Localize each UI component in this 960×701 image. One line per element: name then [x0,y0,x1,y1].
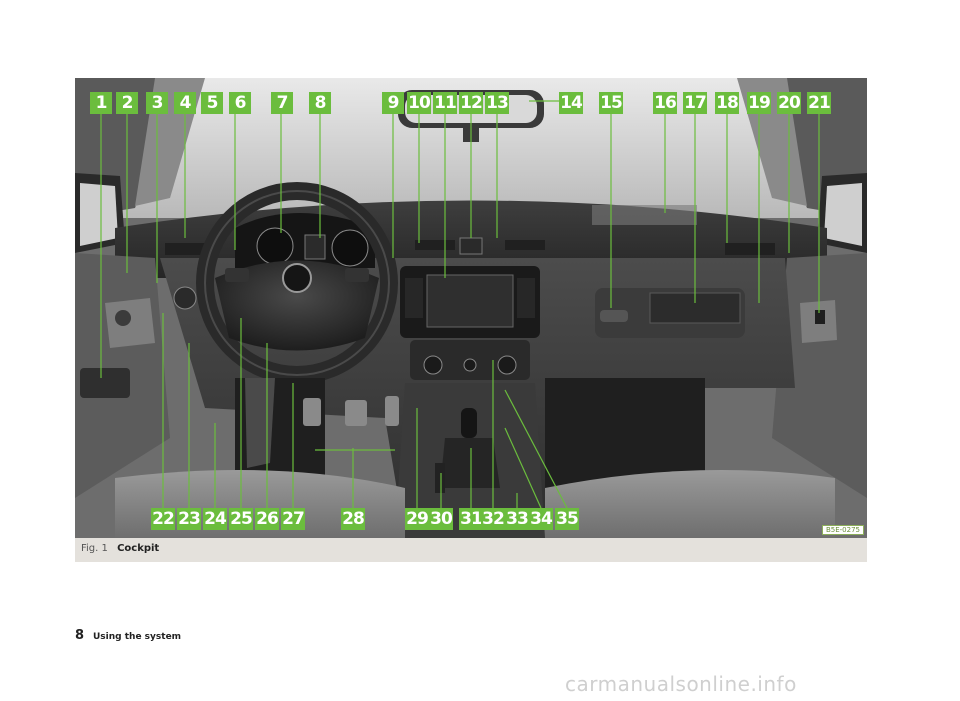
callout-4: 4 [174,92,196,114]
callout-27: 27 [281,508,305,530]
callout-10: 10 [407,92,431,114]
figure-title: Cockpit [117,543,160,554]
figure-caption: Fig. 1 Cockpit [81,543,159,554]
callout-20: 20 [777,92,801,114]
callout-33: 33 [505,508,529,530]
page-number: 8 [75,628,85,643]
callout-24: 24 [203,508,227,530]
callout-3: 3 [146,92,168,114]
cockpit-illustration [75,78,867,538]
callout-5: 5 [201,92,223,114]
callout-23: 23 [177,508,201,530]
callout-35: 35 [555,508,579,530]
callout-2: 2 [116,92,138,114]
watermark: carmanualsonline.info [565,672,797,696]
callout-22: 22 [151,508,175,530]
callout-30: 30 [429,508,453,530]
callout-14: 14 [559,92,583,114]
callout-16: 16 [653,92,677,114]
callout-26: 26 [255,508,279,530]
callout-18: 18 [715,92,739,114]
callout-6: 6 [229,92,251,114]
callout-1: 1 [90,92,112,114]
callout-9: 9 [382,92,404,114]
callout-34: 34 [529,508,553,530]
callout-7: 7 [271,92,293,114]
callout-25: 25 [229,508,253,530]
callout-19: 19 [747,92,771,114]
figure-reference-code: B5E-0275 [821,525,864,535]
callout-15: 15 [599,92,623,114]
callout-11: 11 [433,92,457,114]
section-title: Using the system [93,632,182,642]
callout-8: 8 [309,92,331,114]
figure-caption-bar: Fig. 1 Cockpit [75,538,867,562]
callout-31: 31 [459,508,483,530]
figure-label: Fig. 1 [81,543,108,554]
callout-17: 17 [683,92,707,114]
callout-21: 21 [807,92,831,114]
callout-29: 29 [405,508,429,530]
cockpit-figure: 1 2 3 4 5 6 7 8 9 10 11 12 13 14 15 16 1… [75,78,867,538]
callout-28: 28 [341,508,365,530]
callout-32: 32 [481,508,505,530]
callout-13: 13 [485,92,509,114]
callout-12: 12 [459,92,483,114]
